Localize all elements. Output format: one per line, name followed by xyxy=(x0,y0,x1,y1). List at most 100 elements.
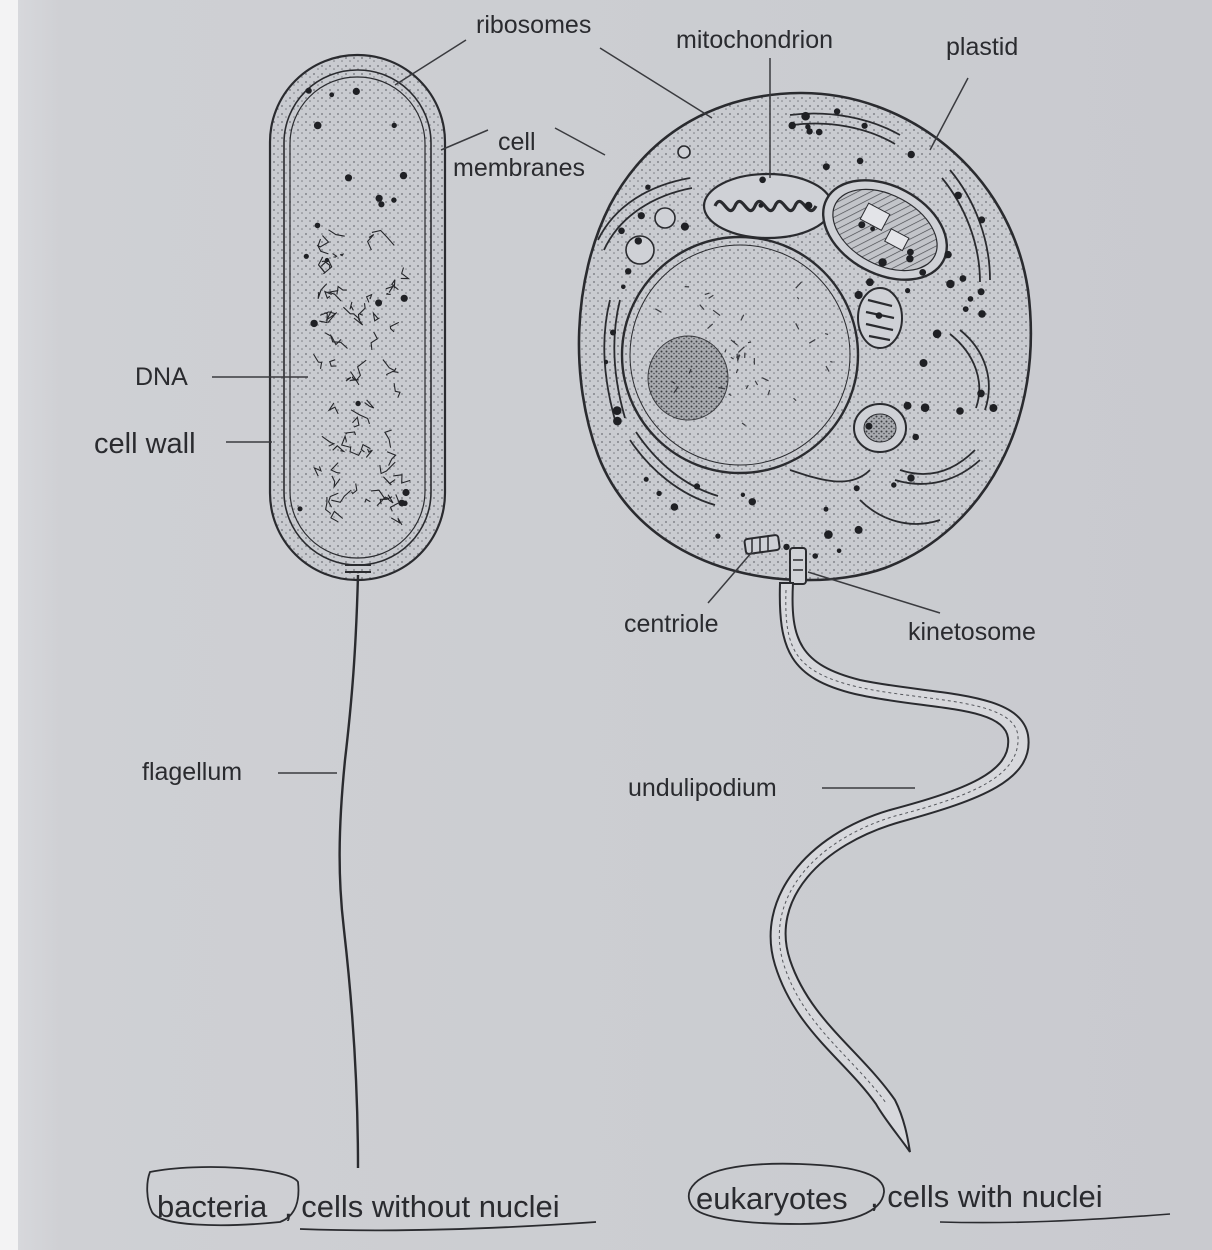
ribosome-dot xyxy=(656,491,661,496)
ribosome-dot xyxy=(613,406,622,415)
ribosome-dot xyxy=(944,251,951,258)
label-centriole: centriole xyxy=(624,610,719,638)
ribosome-dot xyxy=(816,129,823,136)
label-plastid: plastid xyxy=(946,33,1018,61)
ribosome-dot xyxy=(759,203,764,208)
ribosome-dot xyxy=(905,288,910,293)
ribosome-dot xyxy=(621,285,626,290)
eukaryote-nucleolus xyxy=(648,336,728,420)
ribosome-dot xyxy=(823,163,830,170)
ribosome-dot xyxy=(876,312,883,319)
ribosome-dot xyxy=(329,92,334,97)
label-undulipodium: undulipodium xyxy=(628,774,777,802)
leader-plastid xyxy=(930,78,968,150)
ribosome-dot xyxy=(625,268,631,274)
ribosome-dot xyxy=(644,477,649,482)
ribosome-dot xyxy=(933,330,942,339)
bacterium-flagellum xyxy=(340,575,358,1168)
ribosome-dot xyxy=(806,128,812,134)
ribosome-dot xyxy=(400,172,407,179)
ribosome-dot xyxy=(681,223,689,231)
ribosome-dot xyxy=(741,493,745,497)
ribosome-dot xyxy=(355,401,360,406)
ribosome-dot xyxy=(315,223,321,229)
ribosome-dot xyxy=(891,482,896,487)
label-flagellum: flagellum xyxy=(142,758,242,786)
ribosome-dot xyxy=(671,503,679,511)
ribosome-dot xyxy=(314,122,322,130)
ribosome-dot xyxy=(919,269,926,276)
ribosome-dot xyxy=(635,237,642,244)
ribosome-dot xyxy=(789,122,796,129)
ribosome-dot xyxy=(618,228,625,235)
ribosome-dot xyxy=(805,202,813,210)
caption-eukaryotes-rest: , cells with nuclei xyxy=(870,1179,1103,1214)
caption-bacteria-word: bacteria xyxy=(157,1189,268,1224)
ribosome-dot xyxy=(604,360,608,364)
ribosome-dot xyxy=(858,221,865,228)
ribosome-dot xyxy=(391,197,396,202)
ribosome-dot xyxy=(837,549,842,554)
ribosome-dot xyxy=(978,288,985,295)
ribosome-dot xyxy=(978,216,985,223)
ribosome-dot xyxy=(907,249,914,256)
ribosome-dot xyxy=(392,123,397,128)
ribosome-dot xyxy=(759,177,766,184)
ribosome-dot xyxy=(345,174,352,181)
ribosome-dot xyxy=(866,278,874,286)
ribosome-dot xyxy=(968,296,974,302)
ribosome-dot xyxy=(978,310,986,318)
ribosome-dot xyxy=(298,506,303,511)
ribosome-dot xyxy=(610,330,616,336)
ribosome-dot xyxy=(694,483,700,489)
ribosome-dot xyxy=(946,280,954,288)
bacterium xyxy=(270,55,445,1168)
caption-underline-eukaryotes xyxy=(940,1214,1170,1223)
ribosome-dot xyxy=(963,306,969,312)
leader-cell-membranes-right xyxy=(555,128,605,155)
ribosome-dot xyxy=(921,403,930,412)
ribosome-dot xyxy=(824,507,829,512)
ribosome-dot xyxy=(960,275,967,282)
ribosome-dot xyxy=(783,544,789,550)
leader-cell-membranes-left xyxy=(441,130,488,150)
ribosome-dot xyxy=(353,88,360,95)
vesicle xyxy=(678,146,690,158)
label-cell-membranes-line2: membranes xyxy=(453,154,585,182)
leader-ribosomes-euk xyxy=(600,48,712,118)
ribosome-dot xyxy=(638,212,645,219)
caption-bacteria-rest: , cells without nuclei xyxy=(284,1189,560,1224)
vesicle xyxy=(655,208,675,228)
ribosome-dot xyxy=(304,254,309,259)
chromatin-strand xyxy=(692,387,693,388)
ribosome-dot xyxy=(862,123,868,129)
ribosome-dot xyxy=(855,291,863,299)
ribosome-dot xyxy=(912,434,919,441)
eukaryote-undulipodium xyxy=(771,583,1029,1152)
ribosome-dot xyxy=(907,474,914,481)
ribosome-dot xyxy=(715,534,720,539)
leader-ribosomes xyxy=(395,40,466,85)
ribosome-dot xyxy=(402,489,409,496)
ribosome-dot xyxy=(375,299,382,306)
ribosome-dot xyxy=(401,295,408,302)
ribosome-dot xyxy=(613,417,622,426)
ribosome-dot xyxy=(812,553,818,559)
ribosome-dot xyxy=(920,359,928,367)
ribosome-dot xyxy=(854,485,860,491)
eukaryote-kinetosome xyxy=(790,548,806,584)
ribosome-dot xyxy=(855,526,863,534)
label-ribosomes: ribosomes xyxy=(476,11,591,39)
ribosome-dot xyxy=(824,530,833,539)
label-cell-wall: cell wall xyxy=(94,428,196,460)
ribosome-dot xyxy=(977,390,985,398)
ribosome-dot xyxy=(306,88,312,94)
ribosome-dot xyxy=(906,255,913,262)
label-mitochondrion: mitochondrion xyxy=(676,26,833,54)
ribosome-dot xyxy=(310,320,317,327)
ribosome-dot xyxy=(904,402,912,410)
label-dna: DNA xyxy=(135,363,188,391)
ribosome-dot xyxy=(749,498,756,505)
